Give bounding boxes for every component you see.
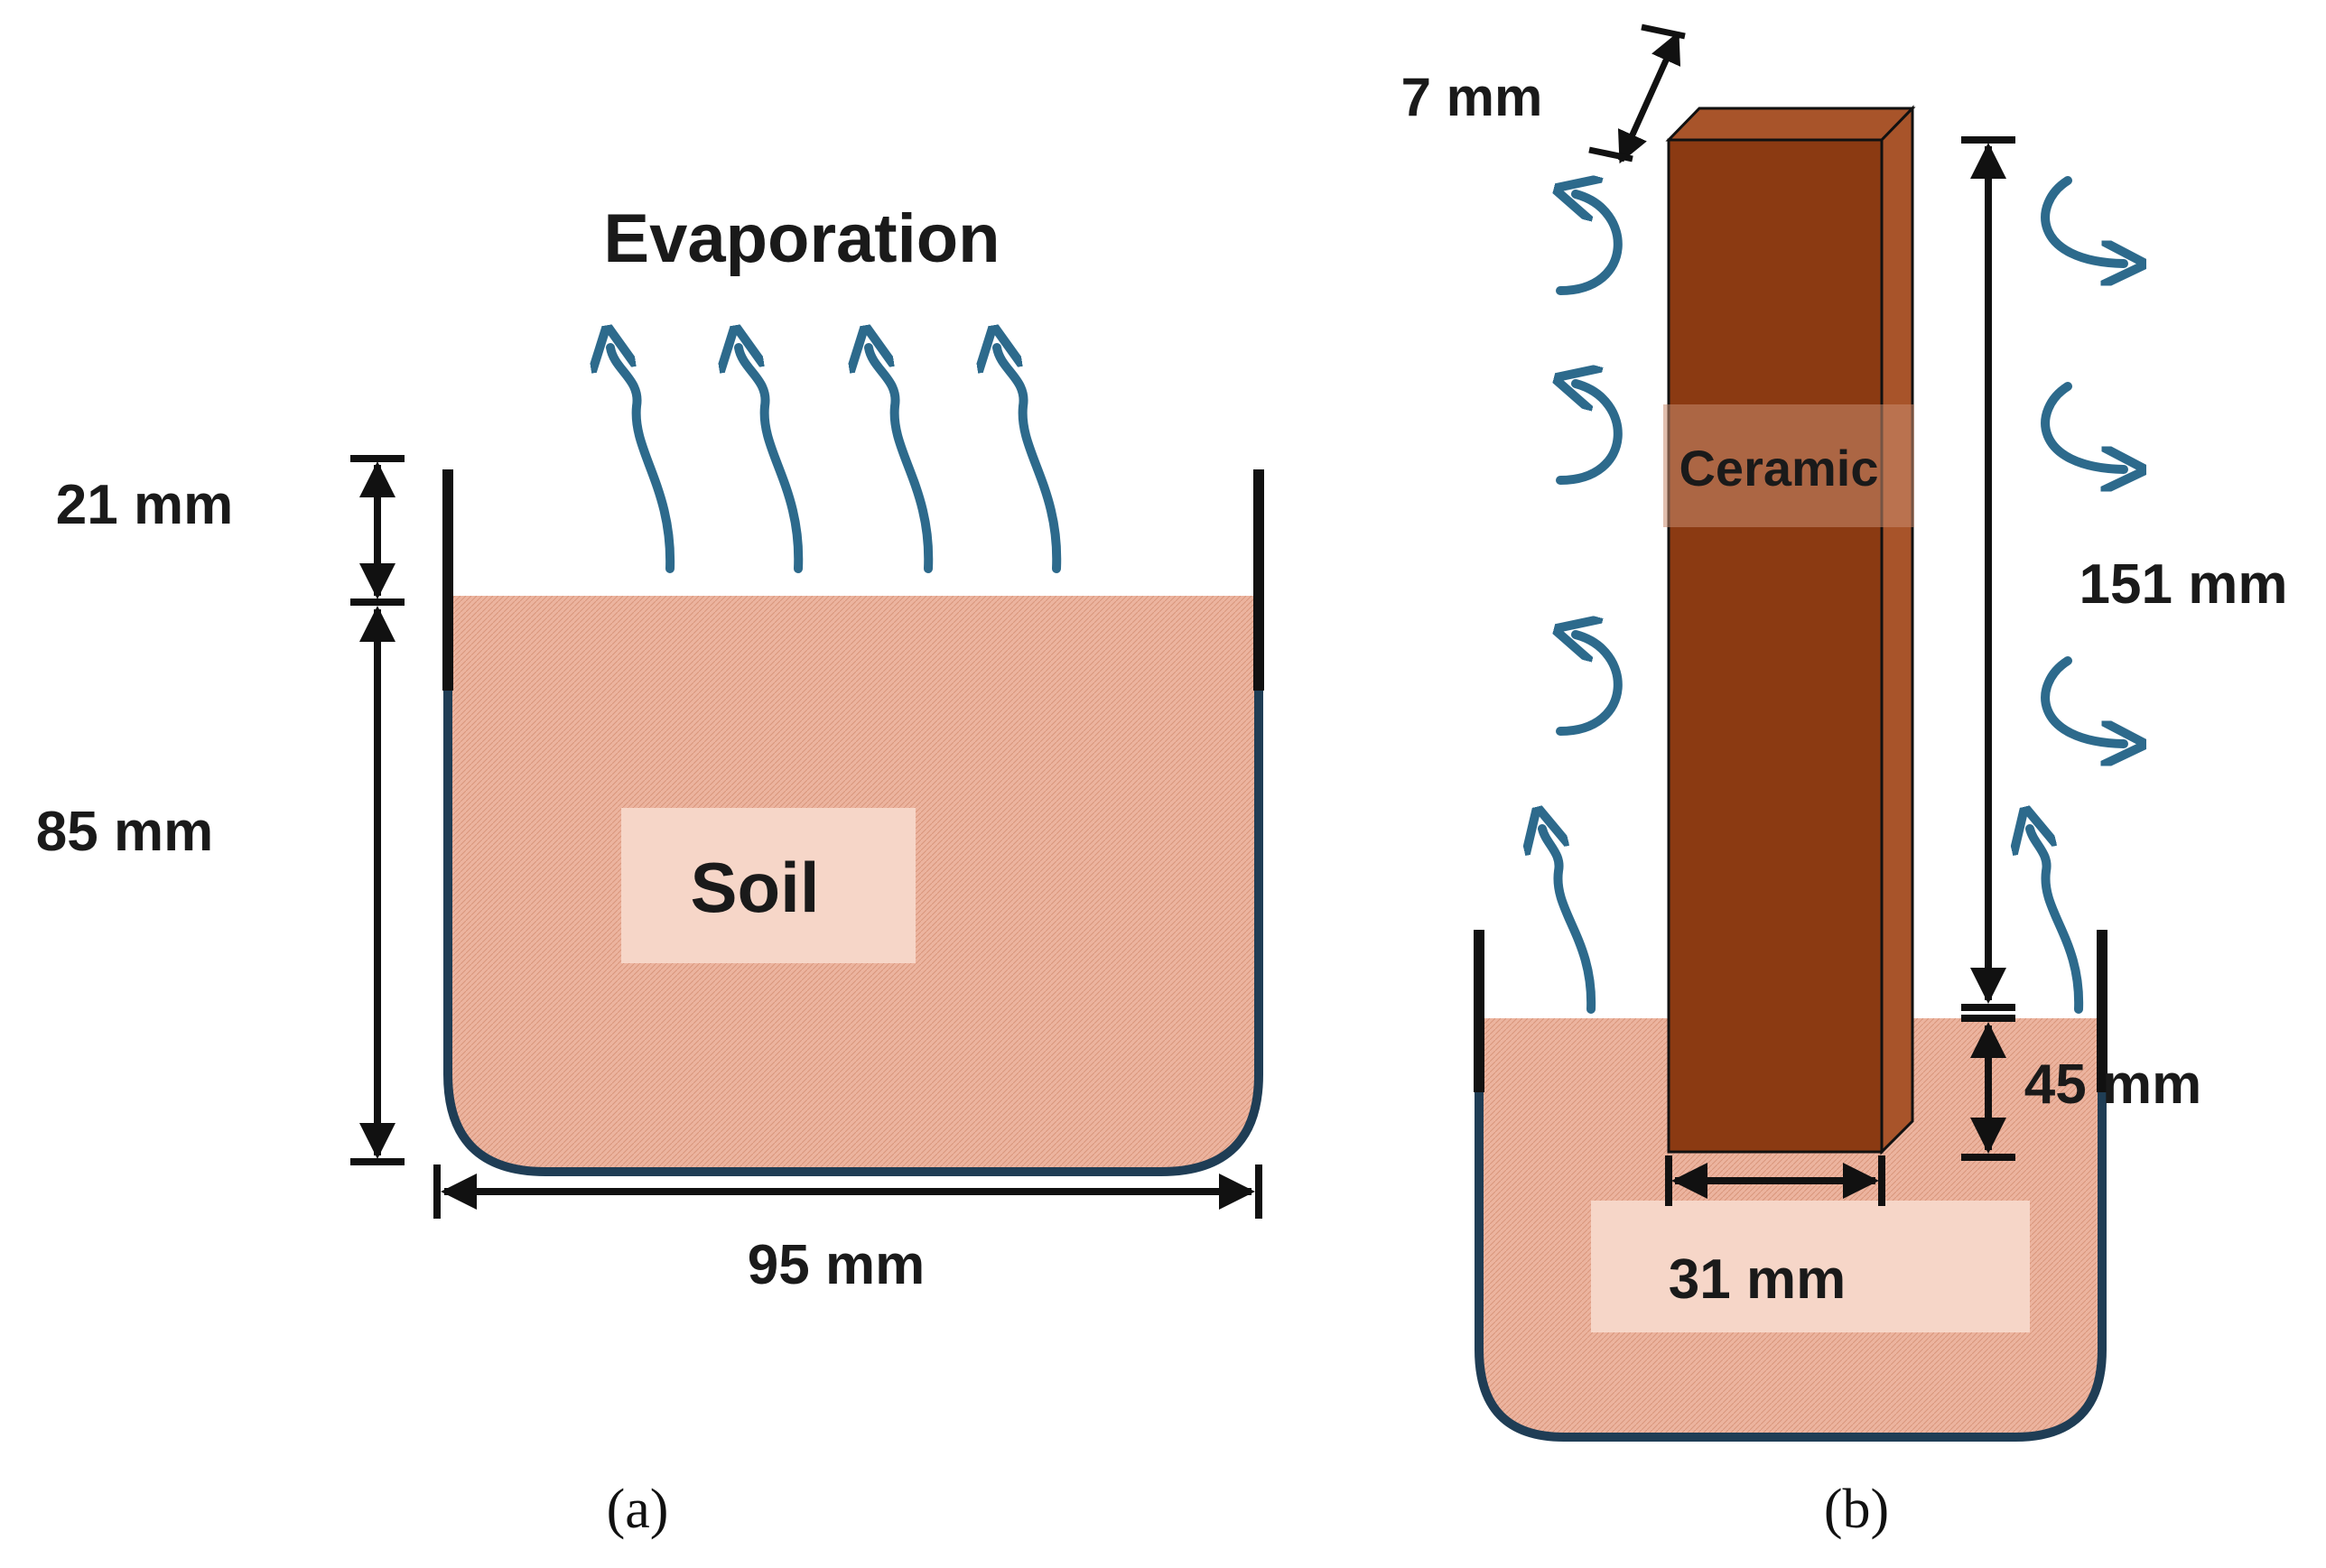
panel-b: 31 mm Ceramic 7 mm	[1401, 23, 2288, 1540]
dim-label-21mm: 21 mm	[56, 474, 233, 536]
dimension-soil-depth	[350, 606, 405, 1165]
container-a	[443, 469, 1263, 1176]
evaporation-title: Evaporation	[603, 200, 1000, 277]
circulation-arrow-icon	[2041, 382, 2124, 469]
dim-label-7mm: 7 mm	[1401, 67, 1543, 127]
soil-label: Soil	[690, 848, 819, 927]
dim-label-95mm: 95 mm	[748, 1234, 925, 1296]
ceramic-label: Ceramic	[1679, 440, 1878, 496]
caption-a: (a)	[607, 1479, 669, 1540]
ceramic-top-face	[1665, 107, 1916, 142]
circulation-arrow-icon	[2041, 656, 2124, 744]
evaporation-arrow-icon	[869, 348, 934, 573]
soil-label-box	[621, 808, 916, 963]
circulation-arrow-icon	[2041, 176, 2124, 264]
dimension-width-a	[433, 1164, 1262, 1219]
dimension-width-b	[1665, 1155, 1885, 1206]
container-b	[1475, 930, 2107, 1442]
width-label-box	[1591, 1201, 2030, 1332]
dimension-thickness	[1588, 23, 1686, 164]
evaporation-arrow-icon	[739, 348, 804, 573]
ceramic-side-face	[1880, 105, 1914, 1155]
panel-a: Soil Evaporation 21 mm 85 mm 9	[36, 200, 1264, 1540]
dim-label-31mm: 31 mm	[1669, 1248, 1846, 1311]
evaporation-arrow-icon	[997, 348, 1062, 573]
circulation-arrow-icon	[1560, 384, 1623, 485]
dim-label-151mm: 151 mm	[2079, 553, 2288, 616]
ceramic-front-face	[1667, 138, 1884, 1154]
dimension-top-gap	[350, 455, 405, 606]
dimension-exposed-height	[1961, 136, 2015, 1011]
evaporation-arrow-icon	[2030, 829, 2084, 1014]
caption-b: (b)	[1824, 1479, 1889, 1540]
ceramic-label-band	[1663, 404, 1914, 527]
circulation-arrow-icon	[1560, 194, 1623, 295]
circulation-arrows-right	[2030, 176, 2124, 1014]
evaporation-arrows	[610, 348, 1062, 573]
dim-label-85mm: 85 mm	[36, 801, 213, 863]
dim-label-45mm: 45 mm	[2024, 1053, 2201, 1116]
circulation-arrows-left	[1542, 194, 1623, 1014]
evaporation-arrow-icon	[610, 348, 675, 573]
circulation-arrow-icon	[1560, 635, 1623, 736]
dimension-embedded-depth	[1961, 1015, 2015, 1161]
evaporation-arrow-icon	[1542, 829, 1596, 1014]
